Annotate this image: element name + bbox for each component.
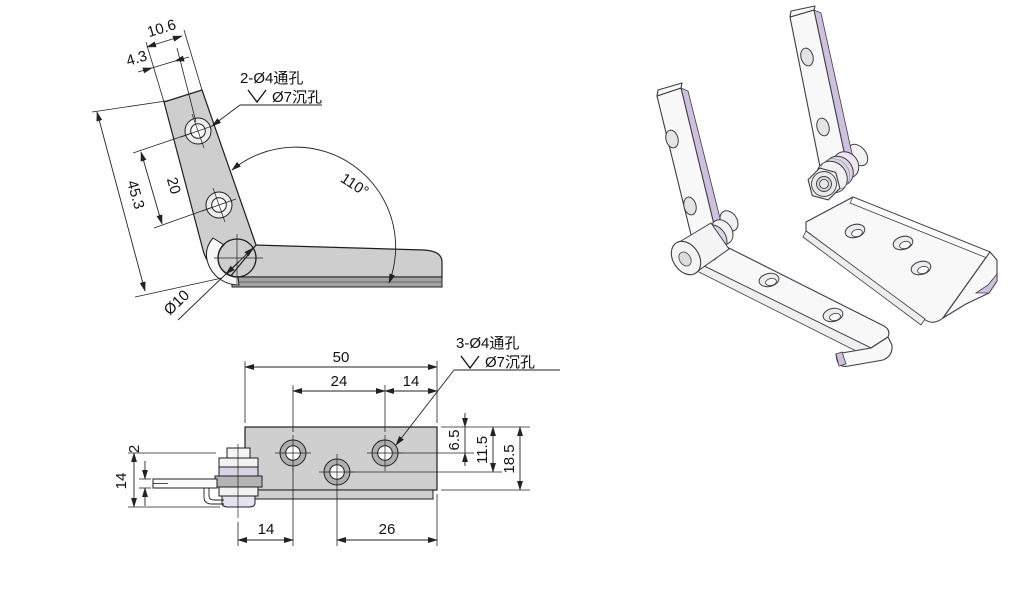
countersink-symbol — [247, 89, 267, 104]
dim-plate-length: 50 — [244, 349, 438, 423]
iso-right-arm-hole-upper — [800, 47, 814, 67]
side-hole-note-line2: Ø7沉孔 — [272, 89, 322, 106]
dim-leaf-thickness-label: 2 — [126, 445, 143, 453]
iso-right-arm-hole-lower — [816, 117, 830, 137]
iso-right-plate-thickness — [802, 230, 926, 326]
side-hole-note: 2-Ø4通孔 Ø7沉孔 — [211, 70, 322, 127]
top-hole-note-line1: 3-Ø4通孔 — [456, 335, 519, 352]
iso-left-pin-end — [678, 251, 692, 267]
iso-view-right-hinge — [789, 5, 998, 326]
top-hole-note: 3-Ø4通孔 Ø7沉孔 — [395, 335, 560, 446]
iso-left-arm-hole-lower — [683, 196, 697, 216]
side-arm-hole-lower — [201, 187, 237, 223]
iso-left-pin-cylinder — [670, 222, 730, 276]
dim-hole-pitch-label: 20 — [163, 175, 184, 196]
iso-left-plate-hole-1 — [758, 272, 780, 288]
iso-right-hex-nut — [807, 167, 841, 201]
countersink-symbol — [460, 355, 480, 370]
dim-hole-span: 24 14 — [292, 373, 438, 432]
top-knuckle-stack — [214, 447, 263, 508]
top-hole-note-line2: Ø7沉孔 — [485, 354, 535, 371]
dim-knuckle-stack-height-label: 14 — [113, 473, 130, 490]
dim-plate-width-label: 18.5 — [501, 444, 518, 473]
dim-top-row-offset-label: 6.5 — [446, 430, 463, 451]
iso-left-plate-hole-2 — [822, 307, 844, 323]
dim-mid-hole-to-end-label: 26 — [379, 521, 396, 538]
dim-hole-to-end-label: 14 — [403, 373, 420, 390]
dim-pin-to-first-hole-label: 14 — [258, 521, 275, 538]
side-view: 10.6 4.3 45.3 20 110° — [91, 16, 443, 321]
dim-plate-length-label: 50 — [333, 349, 350, 366]
dim-bottom-offsets: 14 26 — [237, 468, 438, 546]
iso-left-arm-top-cap — [656, 82, 683, 97]
top-flange-strip — [244, 489, 434, 500]
dim-edge-to-hole: 4.3 — [124, 48, 197, 123]
iso-right-plate-hole-1 — [844, 223, 866, 239]
top-plate-hole-left — [275, 435, 311, 471]
dim-edge-to-hole-label: 4.3 — [124, 48, 149, 70]
dim-right-offsets: 6.5 11.5 18.5 — [351, 413, 530, 491]
iso-right-flange-edge-accent — [974, 272, 998, 294]
iso-left-flange-edge-accent — [835, 351, 847, 367]
top-plate-hole-right — [367, 435, 403, 471]
dim-hole-pitch: 20 — [132, 132, 214, 229]
dim-mid-hole-offset-label: 11.5 — [474, 436, 491, 464]
iso-right-pin-end — [819, 179, 829, 189]
iso-right-arm-top-cap — [789, 5, 816, 18]
iso-left-arm-hole-upper — [665, 129, 679, 149]
top-arm-leaf-edge — [152, 478, 224, 505]
side-arm-hole-upper — [180, 113, 216, 149]
iso-right-plate-hole-3 — [910, 260, 932, 276]
iso-view-left-hinge — [656, 82, 893, 367]
dim-left-offsets: 2 14 — [113, 445, 220, 508]
side-base-leaf — [231, 244, 443, 278]
dim-hole-span-label: 24 — [331, 373, 348, 390]
top-plate-hole-middle — [319, 454, 355, 490]
iso-right-plate-hole-2 — [892, 235, 914, 251]
side-hole-note-line1: 2-Ø4通孔 — [240, 70, 303, 87]
top-view: 50 24 14 6.5 11.5 18.5 — [113, 335, 560, 546]
